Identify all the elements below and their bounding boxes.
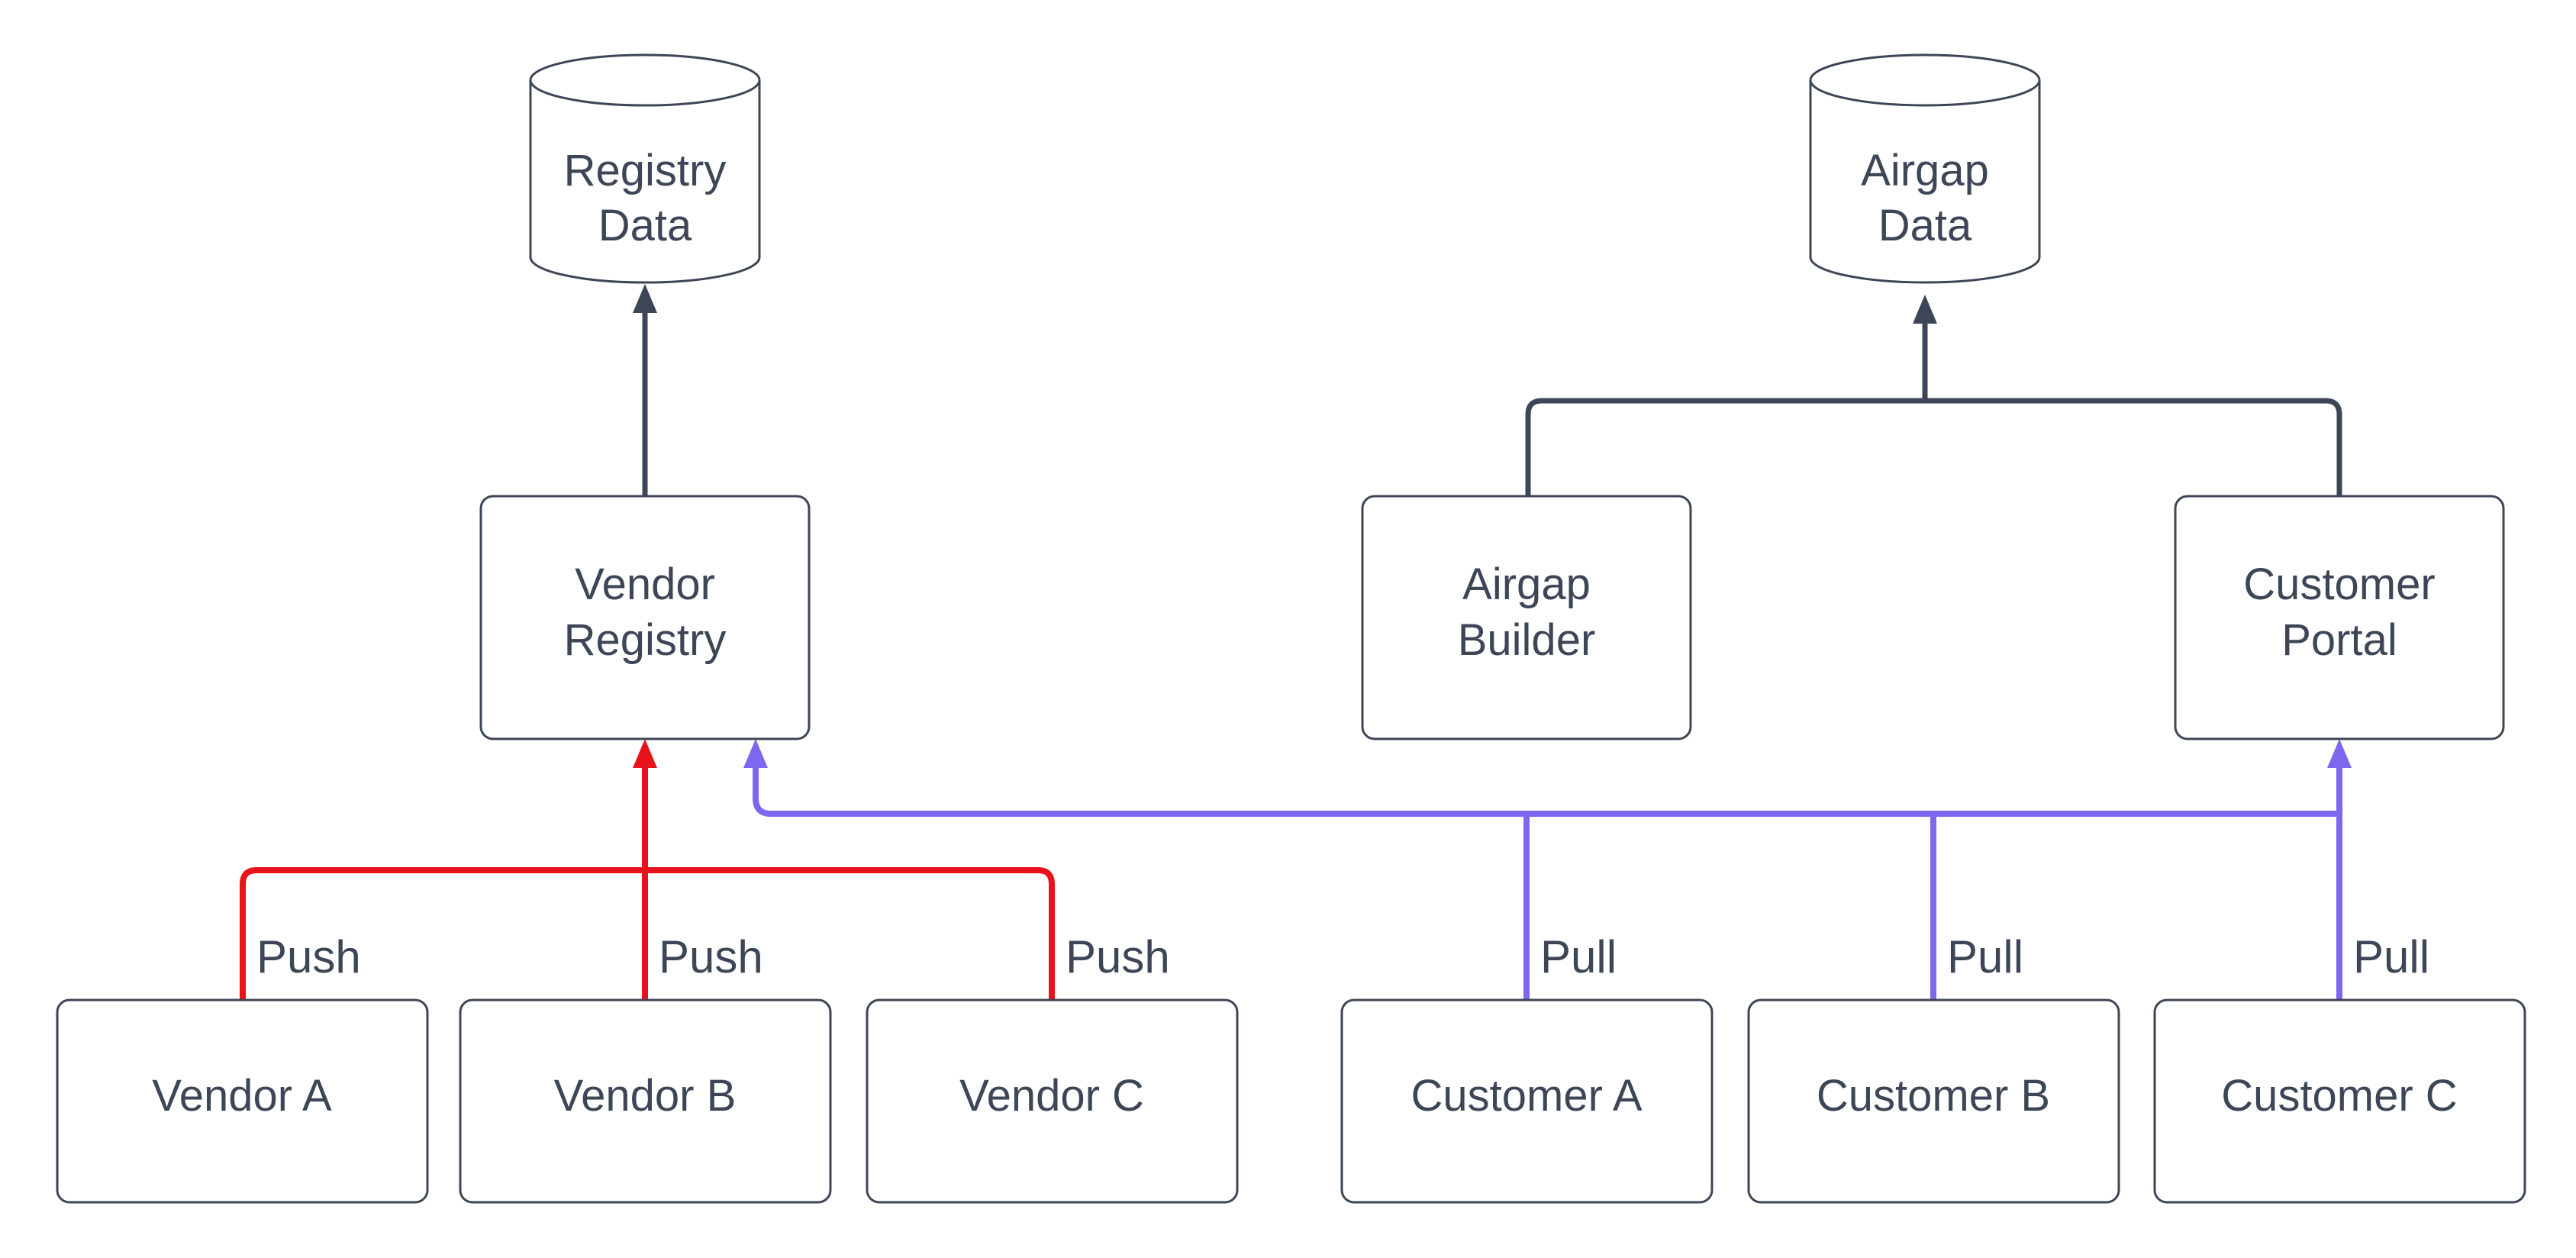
customer-portal-label-line1: Customer — [2243, 560, 2435, 609]
push-label-vendor-c: Push — [1066, 931, 1170, 982]
airgap-data-arrowhead-icon — [1913, 295, 1937, 324]
customer-portal-to-airgap-data-line — [1925, 398, 2342, 496]
registry-data-cylinder-top — [529, 53, 761, 107]
registry-data-cylinder-body — [529, 80, 761, 284]
customer-b-box — [1747, 998, 2120, 1204]
pull-label-customer-c: Pull — [2353, 931, 2429, 982]
vendor-c-label: Vendor C — [959, 1071, 1144, 1121]
airgap-data-label-line1: Airgap — [1861, 146, 1989, 195]
airgap-builder-label-line1: Airgap — [1462, 560, 1591, 609]
customer-a-box — [1340, 998, 1714, 1204]
push-arrowhead-icon — [633, 739, 657, 768]
datastore-registry-data: Registry Data — [529, 53, 761, 284]
vendor-a-label: Vendor A — [152, 1071, 332, 1121]
customer-c-label: Customer C — [2221, 1071, 2457, 1121]
service-customer-portal: Customer Portal — [2174, 495, 2505, 740]
datastore-airgap-data: Airgap Data — [1809, 53, 2041, 284]
airgap-data-cylinder-top — [1809, 53, 2041, 107]
edge-labels: Push Push Push Pull Pull Pull — [256, 931, 2429, 982]
airgap-builder-box — [1361, 495, 1692, 740]
push-connectors — [240, 739, 1055, 1000]
vendor-registry-box — [479, 495, 811, 740]
registry-data-label-line1: Registry — [564, 146, 727, 195]
actor-vendor-a: Vendor A — [56, 998, 429, 1204]
store-connectors — [633, 284, 2342, 496]
actor-customer-b: Customer B — [1747, 998, 2120, 1204]
pull-label-customer-a: Pull — [1540, 931, 1617, 982]
registry-data-arrowhead-icon — [633, 284, 657, 313]
pull-label-customer-b: Pull — [1947, 931, 2023, 982]
actor-customer-c: Customer C — [2153, 998, 2526, 1204]
registry-data-label-line2: Data — [598, 201, 692, 250]
actor-customer-a: Customer A — [1340, 998, 1714, 1204]
airgap-data-cylinder-body — [1809, 80, 2041, 284]
customer-portal-label-line2: Portal — [2281, 615, 2397, 665]
airgap-data-label-line2: Data — [1878, 201, 1972, 250]
customer-a-label: Customer A — [1411, 1071, 1643, 1121]
vendor-b-label: Vendor B — [554, 1071, 737, 1121]
push-label-vendor-a: Push — [256, 931, 361, 982]
push-label-vendor-b: Push — [659, 931, 763, 982]
vendor-registry-label-line1: Vendor — [575, 560, 715, 609]
customer-c-box — [2153, 998, 2526, 1204]
customer-b-label: Customer B — [1817, 1071, 2050, 1121]
pull-connectors — [743, 739, 2352, 1000]
service-vendor-registry: Vendor Registry — [479, 495, 811, 740]
pull-customer-portal-arrowhead-icon — [2327, 739, 2352, 768]
pull-vendor-registry-arrowhead-icon — [743, 739, 768, 768]
pull-bus-line — [753, 766, 2339, 817]
airgap-builder-to-airgap-data-line — [1525, 398, 1925, 496]
vendor-a-box — [56, 998, 429, 1204]
vendor-b-box — [459, 998, 832, 1204]
actor-vendor-c: Vendor C — [866, 998, 1239, 1204]
airgap-builder-label-line2: Builder — [1458, 615, 1596, 665]
customer-portal-box — [2174, 495, 2505, 740]
actor-vendor-b: Vendor B — [459, 998, 832, 1204]
vendor-c-box — [866, 998, 1239, 1204]
service-airgap-builder: Airgap Builder — [1361, 495, 1692, 740]
vendor-registry-label-line2: Registry — [564, 615, 727, 665]
